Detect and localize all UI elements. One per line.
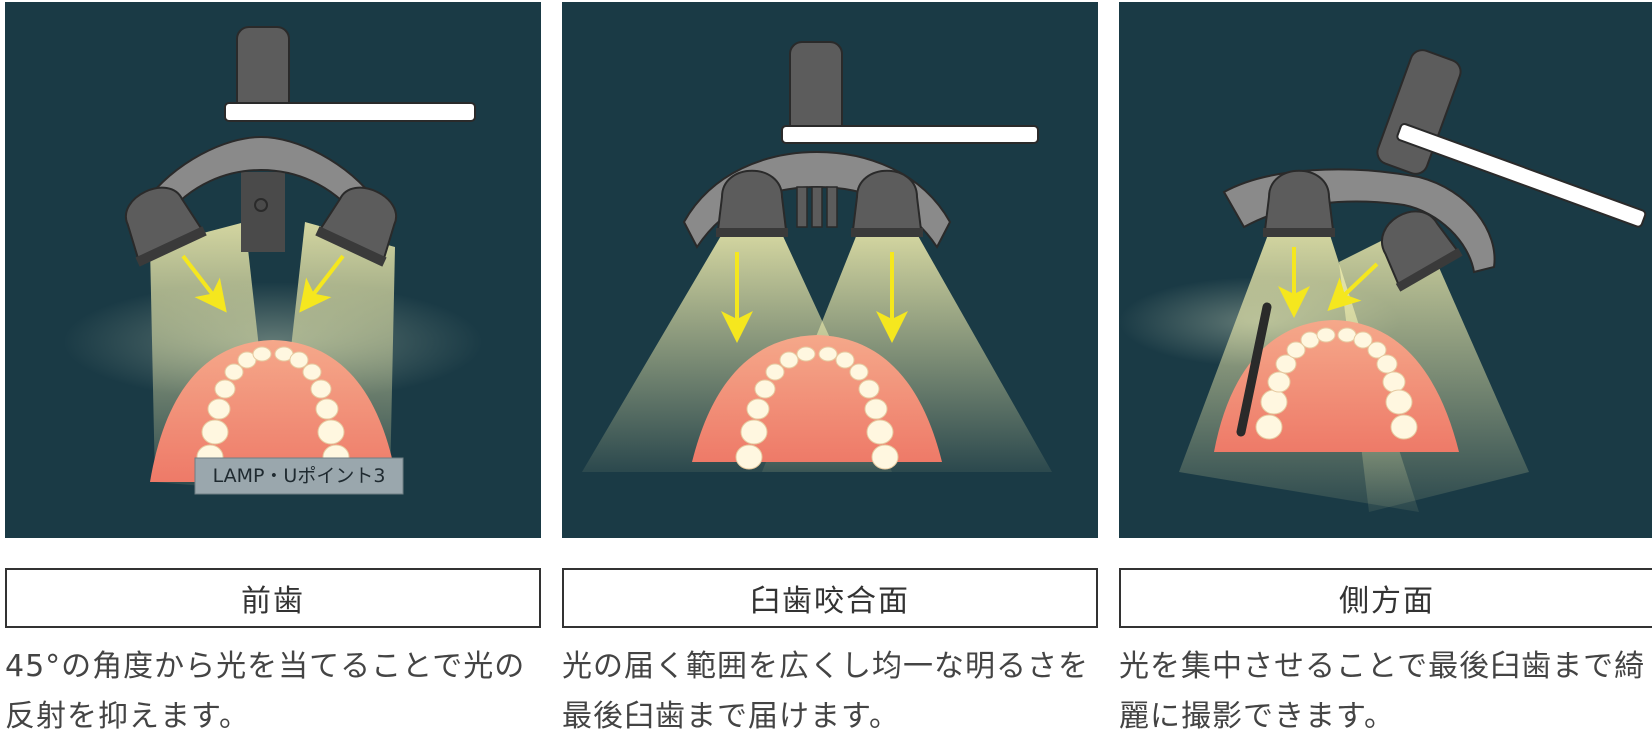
panel-front-teeth: LAMP・Uポイント3 前歯 45°の角度から光を当てることで光の反射を抑えます… [5,0,541,742]
device-stem [241,172,285,252]
device-handle [1376,49,1462,175]
stem-screw [254,198,268,212]
lamp-head-right [851,169,923,237]
view-label-molar: 臼歯咬合面 [562,568,1098,628]
panel-molar-occlusal: 臼歯咬合面 光の届く範囲を広くし均一な明るさを最後臼歯まで届けます。 [562,0,1098,742]
teeth-row [1255,327,1418,440]
mirror-bar [781,125,1039,144]
view-description-front: 45°の角度から光を当てることで光の反射を抑えます。 [5,649,526,734]
lamp-head-left [716,169,788,237]
light-direction-arrow-right [1327,262,1379,312]
lateral-illustration [1119,2,1652,538]
mirror-bar [1396,123,1647,228]
view-description-lateral: 光を集中させることで最後臼歯まで綺麗に撮影できます。 [1119,649,1646,734]
lamp-head-left [124,186,207,267]
molar-occlusal-illustration [562,2,1098,538]
panel-lateral: 側方面 光を集中させることで最後臼歯まで綺麗に撮影できます。 [1119,0,1652,742]
teeth-row [735,346,899,470]
mirror-bar [224,102,476,122]
lamp-head-left [1263,169,1335,237]
light-direction-arrow-right [299,254,345,313]
product-badge-bg [194,457,404,495]
light-direction-arrow-left [181,254,227,313]
lamp-head-right [1381,210,1463,292]
retractor-stick [1236,302,1272,437]
view-description-molar: 光の届く範囲を広くし均一な明るさを最後臼歯まで届けます。 [562,649,1089,734]
lamp-head-right [315,186,398,267]
product-badge-text: LAMP・Uポイント3 [213,465,386,487]
view-label-lateral: 側方面 [1119,568,1652,628]
view-label-front: 前歯 [5,568,541,628]
front-teeth-illustration: LAMP・Uポイント3 [5,2,541,538]
